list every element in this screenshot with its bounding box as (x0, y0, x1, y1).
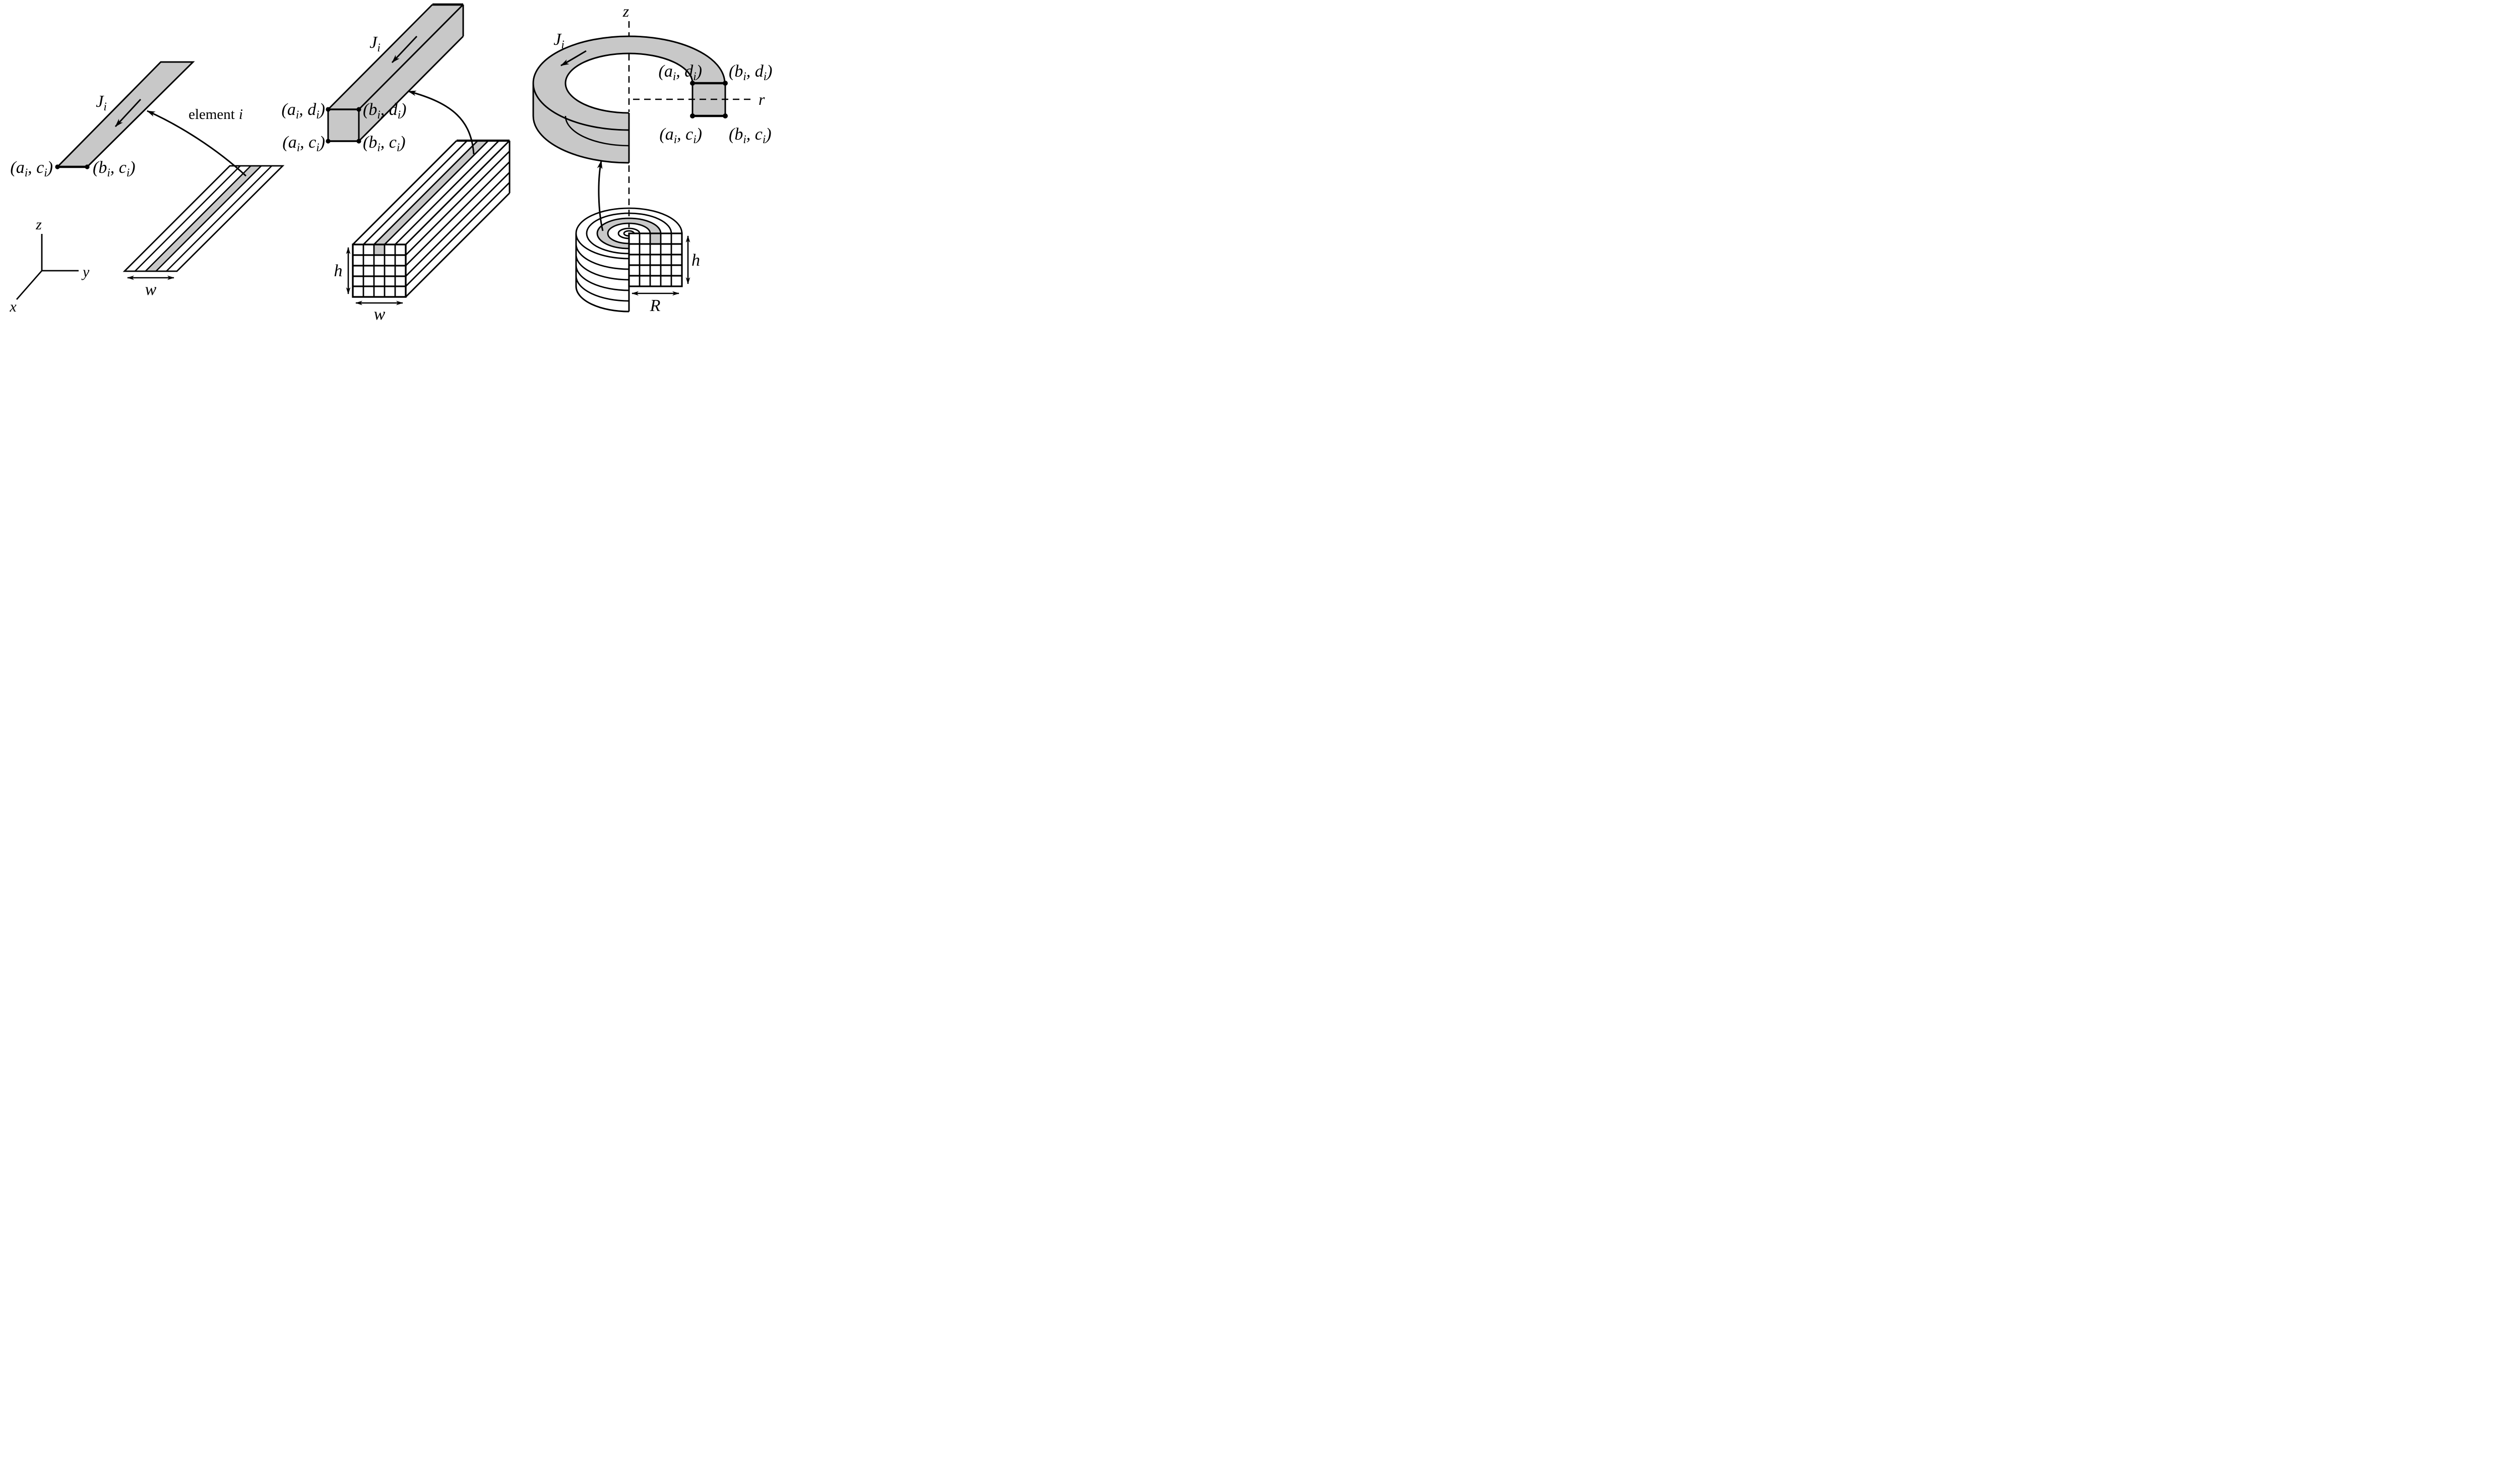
coil-grid-columns (639, 233, 672, 286)
element-front-face (328, 109, 359, 141)
corner-label-b-d: (bi, di) (729, 62, 773, 83)
bar-top-divisions (363, 140, 499, 245)
corner-dot-a-d (690, 81, 695, 86)
axis-label-z: z (622, 2, 629, 20)
corner-label-b-c: (bi, ci) (93, 158, 136, 179)
axis-label-x: x (9, 298, 17, 315)
bar-highlighted-strip (374, 141, 488, 244)
current-arrow (560, 50, 587, 67)
height-label: h (691, 251, 700, 270)
spiral-turn-3 (596, 217, 662, 250)
spiral-turn-4 (607, 222, 651, 244)
bar-grid-rows (353, 254, 406, 287)
corner-dot-a-d (326, 107, 331, 112)
corner-dot-b-d (723, 81, 728, 86)
bar-long-edges (352, 140, 511, 298)
corner-dot-a-c (690, 113, 695, 118)
axis-label-r: r (759, 90, 765, 108)
coil-grid-rows (629, 243, 682, 277)
sheet-highlighted-strip (145, 166, 262, 271)
ring-outer-wall (533, 83, 629, 163)
coil-grid-outline (628, 232, 683, 287)
spiral-turn-2 (586, 212, 672, 255)
corner-label-b-d: (bi, di) (363, 100, 407, 121)
corner-label-b-c: (bi, ci) (729, 125, 772, 146)
bar-side-face (406, 141, 510, 297)
coordinate-axes: z y x (9, 216, 90, 315)
ring-outer-edge (532, 35, 726, 131)
element-pointer-arrow (146, 110, 247, 177)
bar-side-layers (405, 151, 510, 287)
current-arrow (114, 99, 142, 127)
coil-highlighted-turn (597, 218, 661, 249)
ring-element (532, 35, 726, 164)
sheet-outline (122, 165, 285, 272)
element-long-edges (327, 4, 464, 142)
current-density-label: Ji (96, 92, 107, 113)
corner-label-a-c: (ai, ci) (10, 158, 53, 179)
corner-dot-b-c (356, 139, 361, 144)
spiral-turn-1 (575, 207, 683, 260)
corner-dot-b-c (85, 164, 90, 169)
corner-dot-a-c (326, 139, 331, 144)
height-label: h (334, 262, 343, 280)
axis-label-y: y (81, 264, 90, 280)
corner-label-a-d: (ai, di) (282, 100, 326, 121)
coil-wall-layers (575, 243, 629, 302)
bar-front-outline (352, 243, 407, 298)
element-pointer-arrow (597, 160, 604, 231)
ring-top-face (533, 36, 725, 130)
element-front-horizontal-edges (328, 108, 359, 142)
radius-label: R (650, 296, 661, 315)
spiral-turn-5 (617, 227, 641, 239)
current-density-label: Ji (369, 33, 381, 54)
corner-label-a-c: (ai, ci) (282, 133, 325, 154)
cross-section-horizontal-edges (692, 82, 725, 117)
ring-inner-edge (564, 52, 694, 114)
strip-face (55, 61, 195, 168)
coil-highlighted-cell (650, 233, 661, 244)
ring-wall-bottom-edge (532, 115, 629, 164)
corner-label-a-c: (ai, ci) (659, 125, 702, 146)
discretized-bar (352, 139, 511, 298)
spiral-center-curl (623, 230, 635, 237)
ring-cut-edges (532, 83, 630, 163)
element-front-vertical-edges (327, 109, 360, 141)
element-side-face (359, 5, 463, 141)
strip-element (55, 61, 195, 169)
sheet-strip-divisions (134, 165, 273, 272)
panel-rect-bar: h w Ji (ai, di) (bi, di) (ai, ci) (bi, c… (282, 3, 511, 322)
ring-cross-section (692, 83, 725, 116)
corner-dot-a-c (55, 164, 60, 169)
discretized-coil (575, 207, 683, 313)
bar-grid-columns (362, 244, 396, 297)
width-label: w (145, 280, 157, 299)
corner-label-b-c: (bi, ci) (363, 133, 406, 154)
current-density-label: Ji (553, 30, 564, 51)
axes-lines (16, 234, 79, 300)
current-arrow (391, 36, 418, 63)
element-pointer-arrow (407, 90, 475, 155)
panel-ring: z r Ji (ai, di) (bi, di) (ai, ci) (bi, c… (532, 2, 773, 315)
width-label: w (374, 305, 386, 322)
corner-dot-b-c (723, 113, 728, 118)
corner-dot-b-d (356, 107, 361, 112)
discretized-sheet (122, 165, 285, 272)
coil-wall-outline (575, 233, 630, 313)
bar-element (326, 3, 464, 144)
axis-label-z: z (35, 216, 42, 233)
bar-highlighted-cell (374, 244, 385, 255)
ring-inner-wall-bottom-edge (564, 115, 629, 147)
corner-label-a-d: (ai, di) (659, 62, 703, 83)
